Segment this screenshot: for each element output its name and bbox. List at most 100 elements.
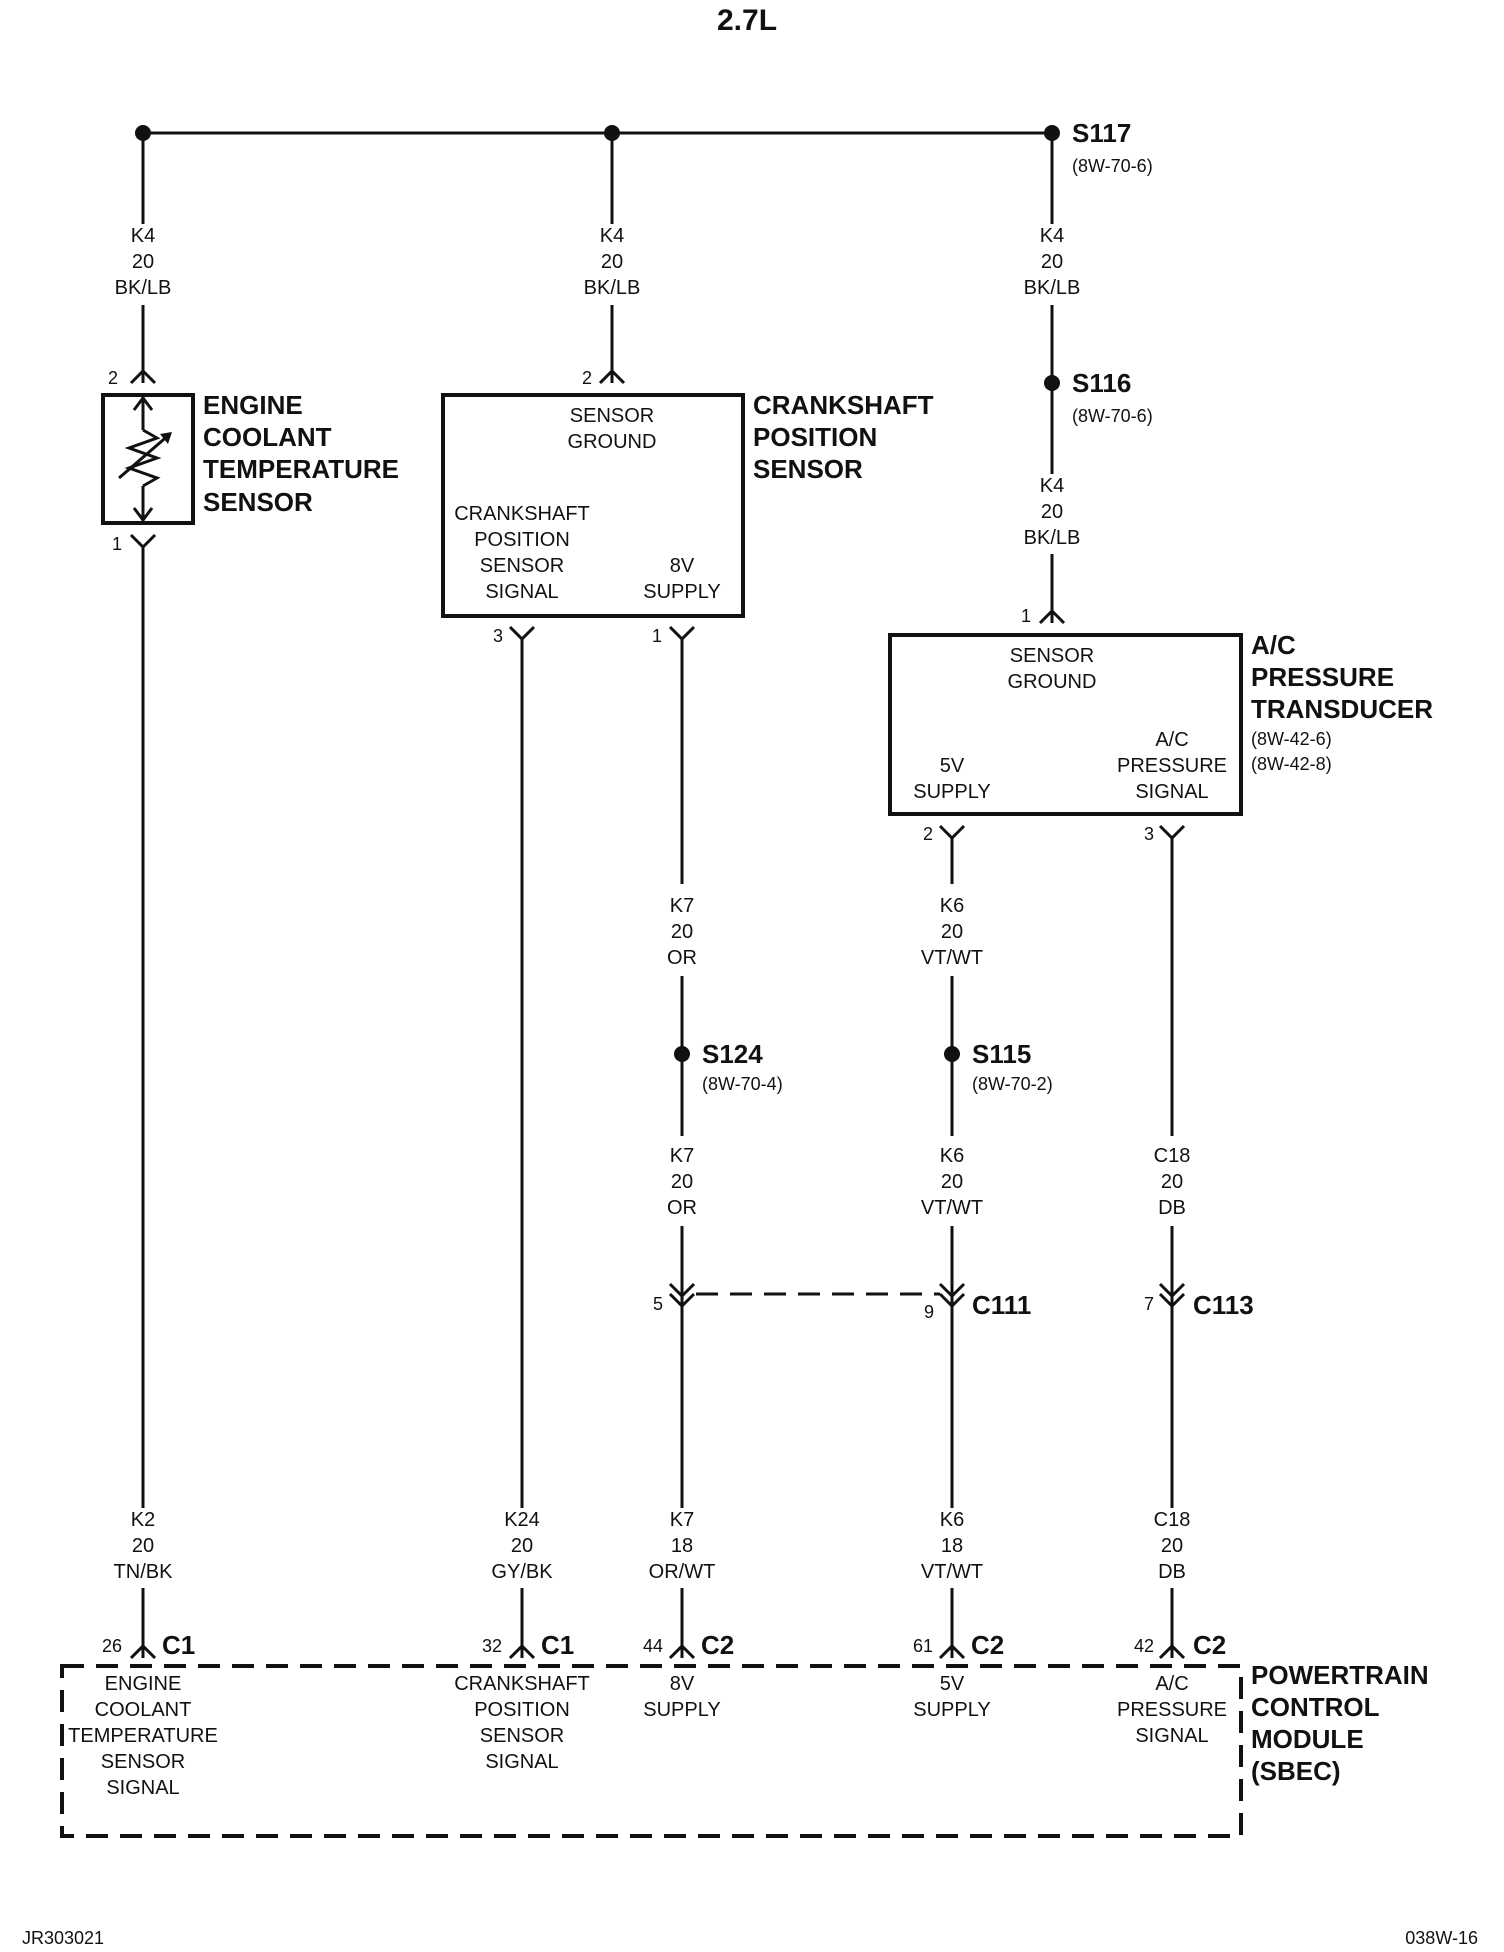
wire-label-c18-b: C18 20 DB xyxy=(1154,1509,1191,1583)
c113-label: C113 xyxy=(1193,1290,1254,1320)
pcm-terminal-ac-pressure-signal: A/C PRESSURE SIGNAL xyxy=(1117,1673,1227,1747)
c113-pin7: 7 xyxy=(1144,1294,1154,1314)
acp-pin2: 2 xyxy=(923,824,933,844)
svg-text:5V: 5V xyxy=(940,755,965,777)
svg-text:SENSOR: SENSOR xyxy=(203,487,313,517)
acp-supply-label: 5V SUPPLY xyxy=(913,755,990,803)
ect-pin1: 1 xyxy=(112,534,122,554)
svg-text:OR/WT: OR/WT xyxy=(649,1561,716,1583)
ect-sensor-box xyxy=(101,393,195,525)
wire-label-k4-ckp: K4 20 BK/LB xyxy=(584,225,641,299)
svg-text:DB: DB xyxy=(1158,1561,1186,1583)
svg-text:C18: C18 xyxy=(1154,1509,1191,1531)
svg-text:20: 20 xyxy=(1161,1535,1183,1557)
ckp-pin2: 2 xyxy=(582,368,592,388)
svg-text:PRESSURE: PRESSURE xyxy=(1117,755,1227,777)
svg-text:MODULE: MODULE xyxy=(1251,1724,1364,1754)
wire-label-k4-s116: K4 20 BK/LB xyxy=(1024,475,1081,549)
thermistor-icon xyxy=(118,395,172,523)
c111-pin9-terminal xyxy=(938,1282,966,1309)
pcm-c2-61-pin: 61 xyxy=(913,1636,933,1656)
svg-text:SENSOR: SENSOR xyxy=(753,454,863,484)
wire-label-k2: K2 20 TN/BK xyxy=(114,1509,174,1583)
figure-id: JR303021 xyxy=(22,1928,104,1948)
svg-text:20: 20 xyxy=(132,1535,154,1557)
svg-text:BK/LB: BK/LB xyxy=(115,277,172,299)
svg-text:8V: 8V xyxy=(670,1673,695,1695)
svg-text:20: 20 xyxy=(1041,501,1063,523)
svg-text:20: 20 xyxy=(601,251,623,273)
svg-text:SIGNAL: SIGNAL xyxy=(1135,781,1208,803)
svg-text:20: 20 xyxy=(511,1535,533,1557)
splice-s117-ref: (8W-70-6) xyxy=(1072,156,1153,176)
pcm-c1-26-pin: 26 xyxy=(102,1636,122,1656)
splice-s116-label: S116 xyxy=(1072,368,1131,398)
svg-text:A/C: A/C xyxy=(1251,630,1296,660)
svg-text:OR: OR xyxy=(667,947,697,969)
wire-label-k6-a: K6 20 VT/WT xyxy=(921,895,983,969)
acp-pin3: 3 xyxy=(1144,824,1154,844)
svg-text:SUPPLY: SUPPLY xyxy=(643,1699,720,1721)
svg-text:GROUND: GROUND xyxy=(568,431,657,453)
svg-text:K7: K7 xyxy=(670,895,694,917)
pcm-c1-26-label: C1 xyxy=(162,1630,195,1660)
c111-label: C111 xyxy=(972,1290,1031,1320)
svg-text:PRESSURE: PRESSURE xyxy=(1117,1699,1227,1721)
svg-text:20: 20 xyxy=(132,251,154,273)
page-ref: 038W-16 xyxy=(1405,1928,1478,1948)
ect-pin2-terminal xyxy=(129,368,157,385)
wire-label-k6-c: K6 18 VT/WT xyxy=(921,1509,983,1583)
wire-label-k4-ect: K4 20 BK/LB xyxy=(115,225,172,299)
svg-text:K4: K4 xyxy=(1040,475,1064,497)
svg-text:DB: DB xyxy=(1158,1197,1186,1219)
svg-text:BK/LB: BK/LB xyxy=(584,277,641,299)
svg-text:K7: K7 xyxy=(670,1145,694,1167)
wire-label-k7-c: K7 18 OR/WT xyxy=(649,1509,716,1583)
svg-text:SIGNAL: SIGNAL xyxy=(106,1777,179,1799)
svg-text:TEMPERATURE: TEMPERATURE xyxy=(203,454,399,484)
ckp-signal-label: CRANKSHAFT POSITION SENSOR SIGNAL xyxy=(454,503,590,603)
svg-text:CRANKSHAFT: CRANKSHAFT xyxy=(454,1673,590,1695)
splice-s115-ref: (8W-70-2) xyxy=(972,1074,1053,1094)
svg-text:OR: OR xyxy=(667,1197,697,1219)
acp-pin1: 1 xyxy=(1021,606,1031,626)
acp-transducer-box xyxy=(888,633,1243,816)
acp-pin3-terminal xyxy=(1158,824,1186,841)
svg-text:8V: 8V xyxy=(670,555,695,577)
svg-text:20: 20 xyxy=(671,921,693,943)
splice-s124-label: S124 xyxy=(702,1039,763,1069)
c111-pin5-terminal xyxy=(668,1282,696,1309)
svg-text:SUPPLY: SUPPLY xyxy=(913,1699,990,1721)
pcm-terminal-ect-signal: ENGINE COOLANT TEMPERATURE SENSOR SIGNAL xyxy=(68,1673,218,1799)
pcm-c2-61-label: C2 xyxy=(971,1630,1004,1660)
svg-text:20: 20 xyxy=(1161,1171,1183,1193)
pcm-c1-32-label: C1 xyxy=(541,1630,574,1660)
svg-text:COOLANT: COOLANT xyxy=(203,422,332,452)
svg-text:GY/BK: GY/BK xyxy=(491,1561,553,1583)
svg-text:VT/WT: VT/WT xyxy=(921,947,983,969)
svg-text:18: 18 xyxy=(671,1535,693,1557)
acp-ground-label: SENSOR GROUND xyxy=(1008,645,1097,693)
svg-text:K6: K6 xyxy=(940,1145,964,1167)
svg-text:18: 18 xyxy=(941,1535,963,1557)
diagram-title: 2.7L xyxy=(717,4,777,37)
wire-label-k4-s117: K4 20 BK/LB xyxy=(1024,225,1081,299)
pcm-c2-61-terminal xyxy=(938,1643,966,1660)
ckp-supply-label: 8V SUPPLY xyxy=(643,555,720,603)
svg-text:K4: K4 xyxy=(600,225,624,247)
svg-text:CRANKSHAFT: CRANKSHAFT xyxy=(454,503,590,525)
ckp-pin2-terminal xyxy=(598,368,626,385)
svg-text:K4: K4 xyxy=(1040,225,1064,247)
svg-text:VT/WT: VT/WT xyxy=(921,1561,983,1583)
svg-text:K2: K2 xyxy=(131,1509,155,1531)
svg-text:ENGINE: ENGINE xyxy=(105,1673,182,1695)
svg-text:CONTROL: CONTROL xyxy=(1251,1692,1380,1722)
ckp-pin1-terminal xyxy=(668,625,696,642)
svg-text:GROUND: GROUND xyxy=(1008,671,1097,693)
svg-text:SIGNAL: SIGNAL xyxy=(1135,1725,1208,1747)
ect-pin1-terminal xyxy=(129,533,157,550)
svg-text:TEMPERATURE: TEMPERATURE xyxy=(68,1725,218,1747)
svg-text:5V: 5V xyxy=(940,1673,965,1695)
wire-label-k6-b: K6 20 VT/WT xyxy=(921,1145,983,1219)
